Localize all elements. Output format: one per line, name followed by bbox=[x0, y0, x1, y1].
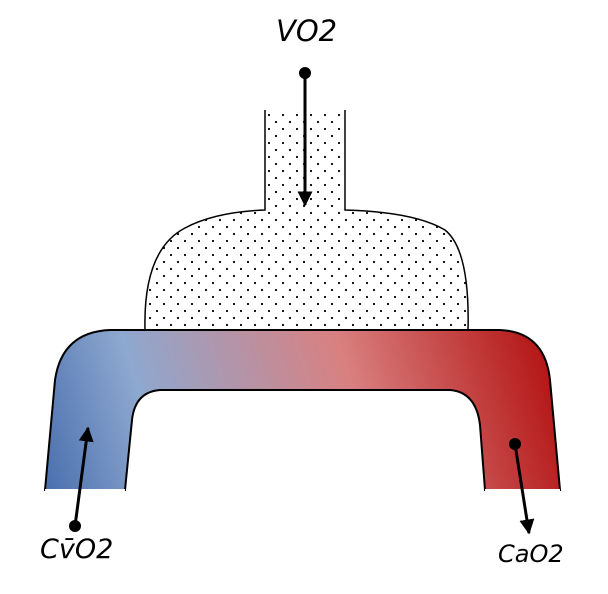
vo2-label: VO2 bbox=[276, 14, 338, 48]
cao2-label: CaO2 bbox=[498, 540, 564, 568]
cao2-arrow bbox=[509, 438, 535, 535]
cvo2-arrow bbox=[69, 426, 94, 532]
cvo2-label: Cv̄O2 bbox=[40, 534, 114, 565]
blood-vessel bbox=[43, 329, 562, 491]
vo2-arrow bbox=[297, 67, 313, 207]
alveolar-gas-dots bbox=[144, 110, 469, 330]
